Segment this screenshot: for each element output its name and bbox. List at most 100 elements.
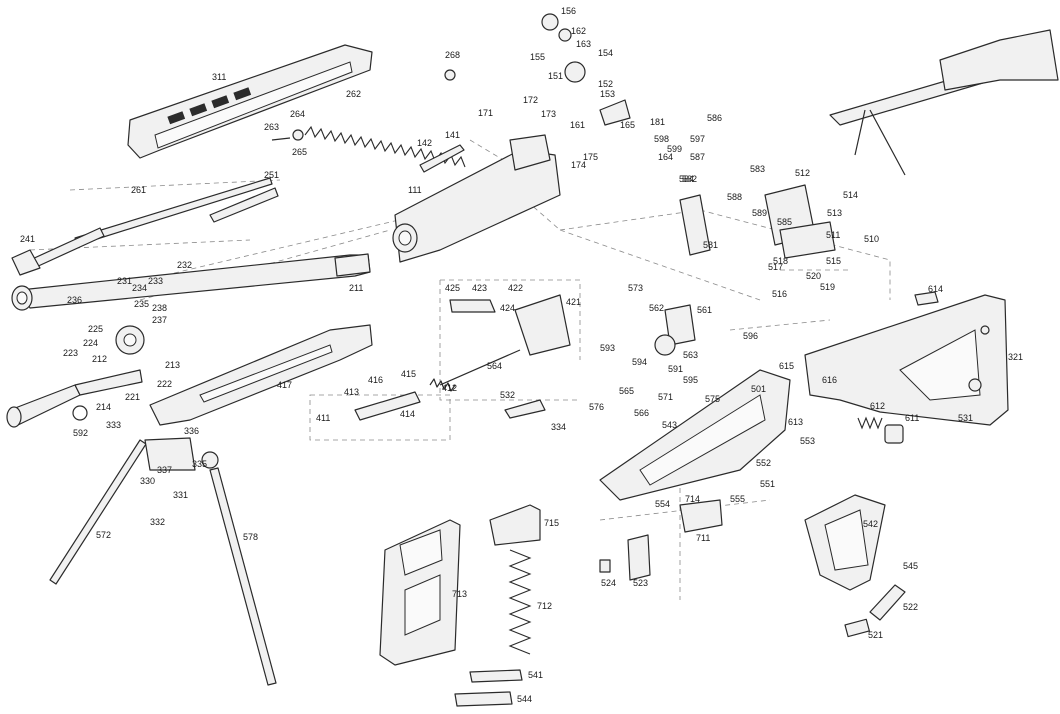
part-label: 586: [707, 113, 722, 123]
part-label: 516: [772, 289, 787, 299]
part-label: 542: [863, 519, 878, 529]
gas-tube: [11, 177, 279, 276]
part-label: 552: [756, 458, 771, 468]
bolt: [354, 378, 456, 421]
part-label: 566: [634, 408, 649, 418]
part-label: 598: [654, 134, 669, 144]
part-label: 424: [500, 303, 515, 313]
part-label: 588: [727, 192, 742, 202]
part-label: 587: [690, 152, 705, 162]
part-label: 237: [152, 315, 167, 325]
part-label: 337: [157, 465, 172, 475]
part-label: 512: [795, 168, 810, 178]
part-label: 213: [165, 360, 180, 370]
part-label: 531: [958, 413, 973, 423]
part-label: 234: [132, 283, 147, 293]
part-label: 423: [472, 283, 487, 293]
part-label: 614: [928, 284, 943, 294]
part-label: 223: [63, 348, 78, 358]
part-label: 235: [134, 299, 149, 309]
lower-receiver: [504, 369, 791, 501]
part-label: 174: [571, 160, 586, 170]
part-label: 596: [743, 331, 758, 341]
part-label: 561: [697, 305, 712, 315]
part-label: 520: [806, 271, 821, 281]
barrel: [11, 253, 371, 311]
part-label: 232: [177, 260, 192, 270]
part-label: 265: [292, 147, 307, 157]
part-label: 563: [683, 350, 698, 360]
part-label: 515: [826, 256, 841, 266]
part-label: 172: [523, 95, 538, 105]
part-label: 233: [148, 276, 163, 286]
part-label: 573: [628, 283, 643, 293]
part-label: 331: [173, 490, 188, 500]
part-label: 175: [583, 152, 598, 162]
part-label: 582: [682, 174, 697, 184]
part-label: 111: [408, 185, 422, 195]
part-label: 544: [517, 694, 532, 704]
part-label: 330: [140, 476, 155, 486]
rear-sight-rail: [419, 144, 465, 173]
part-label: 524: [601, 578, 616, 588]
part-label: 321: [1008, 352, 1023, 362]
part-label: 222: [157, 379, 172, 389]
part-label: 594: [632, 357, 647, 367]
part-label: 332: [150, 517, 165, 527]
part-label: 591: [668, 364, 683, 374]
part-label: 545: [903, 561, 918, 571]
part-label: 712: [537, 601, 552, 611]
grip-cap: [844, 584, 906, 638]
bolt-carrier: [439, 294, 571, 386]
part-label: 564: [487, 361, 502, 371]
part-label: 173: [541, 109, 556, 119]
part-label: 261: [131, 185, 146, 195]
part-label: 421: [566, 297, 581, 307]
part-label: 543: [662, 420, 677, 430]
part-label: 181: [650, 117, 665, 127]
part-label: 151: [548, 71, 563, 81]
part-label: 553: [800, 436, 815, 446]
part-label: 416: [368, 375, 383, 385]
hammer: [654, 304, 696, 356]
part-label: 161: [570, 120, 585, 130]
part-label: 225: [88, 324, 103, 334]
part-label: 164: [658, 152, 673, 162]
part-label: 589: [752, 208, 767, 218]
part-label: 519: [820, 282, 835, 292]
part-label: 231: [117, 276, 132, 286]
part-label: 171: [478, 108, 493, 118]
part-label: 581: [703, 240, 718, 250]
trigger-guard: [679, 499, 723, 533]
part-label: 551: [760, 479, 775, 489]
part-label: 513: [827, 208, 842, 218]
part-label: 156: [561, 6, 576, 16]
stock: [804, 291, 1009, 426]
part-label: 593: [600, 343, 615, 353]
part-label: 238: [152, 303, 167, 313]
part-label: 212: [92, 354, 107, 364]
part-label: 412: [442, 383, 457, 393]
part-label: 333: [106, 420, 121, 430]
part-label: 264: [290, 109, 305, 119]
part-label: 422: [508, 283, 523, 293]
handguard: [127, 44, 373, 159]
part-label: 413: [344, 387, 359, 397]
part-label: 562: [649, 303, 664, 313]
part-label: 415: [401, 369, 416, 379]
part-label: 153: [600, 89, 615, 99]
part-label: 214: [96, 402, 111, 412]
part-label: 616: [822, 375, 837, 385]
part-label: 611: [905, 413, 919, 423]
part-label: 585: [777, 217, 792, 227]
part-label: 597: [690, 134, 705, 144]
gas-block-assembly: [115, 324, 373, 426]
part-label: 514: [843, 190, 858, 200]
part-label: 417: [277, 380, 292, 390]
part-label: 411: [316, 413, 330, 423]
part-label: 163: [576, 39, 591, 49]
part-label: 532: [500, 390, 515, 400]
part-label: 571: [658, 392, 673, 402]
part-label: 584: [679, 174, 694, 184]
